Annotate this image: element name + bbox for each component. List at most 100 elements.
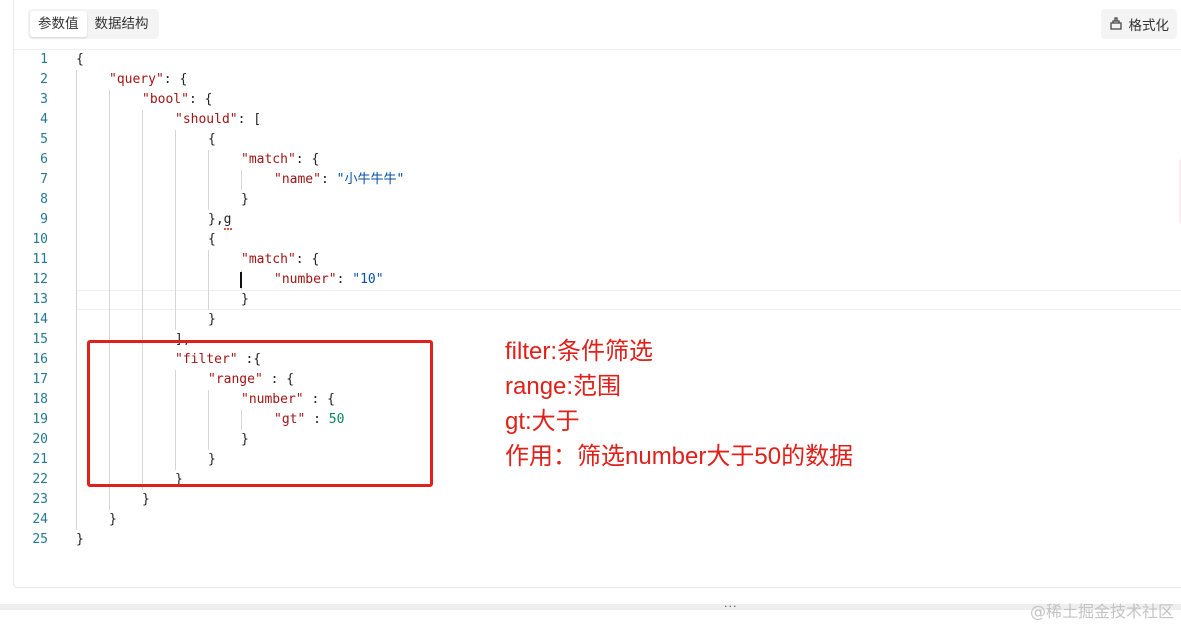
line-number: 9: [40, 212, 48, 227]
line-number: 12: [32, 272, 48, 287]
code-line[interactable]: 18 "number" : {: [14, 390, 1181, 410]
code-line[interactable]: 15],: [14, 330, 1181, 350]
code-text: {: [208, 132, 216, 147]
line-number: 4: [40, 112, 48, 127]
line-number: 3: [40, 92, 48, 107]
code-line[interactable]: 22}: [14, 470, 1181, 490]
line-number: 25: [32, 532, 48, 547]
code-text: }: [76, 532, 84, 547]
code-text: }: [142, 492, 150, 507]
watermark: @稀土掘金技术社区: [1029, 602, 1174, 621]
code-text: }: [241, 432, 249, 447]
code-line[interactable]: 21}: [14, 450, 1181, 470]
line-number: 2: [40, 72, 48, 87]
code-text: {: [208, 232, 216, 247]
code-line[interactable]: 14}: [14, 310, 1181, 330]
code-line[interactable]: 24}: [14, 510, 1181, 530]
tab-data-structure[interactable]: 数据结构: [94, 16, 149, 32]
line-number: 13: [32, 292, 48, 307]
splitter-drag-handle[interactable]: ···: [724, 600, 738, 613]
format-button-label: 格式化: [1128, 18, 1170, 34]
view-mode-tabs: 参数值 数据结构: [28, 9, 159, 39]
code-line[interactable]: 17 "range" : {: [14, 370, 1181, 390]
json-code-editor[interactable]: 1{2"query": {3"bool": {4"should": [5{6"m…: [14, 50, 1181, 550]
syntax-error-squiggle: [224, 225, 232, 230]
indent-guide: [241, 410, 242, 430]
code-text: "bool": {: [142, 92, 213, 107]
line-number: 1: [40, 52, 48, 67]
line-number: 22: [32, 472, 48, 487]
code-text: {: [76, 52, 84, 67]
code-line[interactable]: 23}: [14, 490, 1181, 510]
code-line[interactable]: 7"name": "小牛牛牛": [14, 170, 1181, 190]
code-line[interactable]: 6"match": {: [14, 150, 1181, 170]
code-text: "range" : {: [208, 372, 295, 387]
code-text: "match": {: [241, 152, 320, 167]
body-toolbar: 参数值 数据结构 格式化: [14, 0, 1181, 50]
code-text: "filter" :{: [175, 352, 262, 367]
line-number: 16: [32, 352, 48, 367]
line-number: 18: [32, 392, 48, 407]
code-line[interactable]: 10 {: [14, 230, 1181, 250]
code-line[interactable]: 3 "bool": {: [14, 90, 1181, 110]
code-text: "gt" : 50: [274, 412, 345, 427]
current-line-highlight: [76, 290, 1181, 310]
indent-guide: [241, 170, 242, 190]
annotation-line-purpose: 作用：筛选number大于50的数据: [505, 443, 854, 470]
code-text: }: [109, 512, 117, 527]
line-number: 5: [40, 132, 48, 147]
code-line[interactable]: 9 },g: [14, 210, 1181, 230]
indent-guide: [175, 130, 176, 330]
code-line[interactable]: 12 "number": "10": [14, 270, 1181, 290]
line-number: 8: [40, 192, 48, 207]
line-number: 14: [32, 312, 48, 327]
code-line[interactable]: 16 "filter" :{: [14, 350, 1181, 370]
indent-guide: [109, 90, 110, 510]
side-panel-handle[interactable]: [1179, 156, 1181, 226]
line-number: 17: [32, 372, 48, 387]
code-text: }: [208, 452, 216, 467]
code-line[interactable]: 11 "match": {: [14, 250, 1181, 270]
line-number: 15: [32, 332, 48, 347]
code-text: "number" : {: [241, 392, 335, 407]
line-number: 21: [32, 452, 48, 467]
code-line[interactable]: 5{: [14, 130, 1181, 150]
code-text: "name": "小牛牛牛": [274, 172, 405, 187]
tab-param-value[interactable]: 参数值: [30, 11, 87, 37]
code-line[interactable]: 25}: [14, 530, 1181, 550]
request-body-panel: 参数值 数据结构 格式化 1{2"query": {3"bool": {4"sh…: [13, 0, 1181, 588]
code-text: },g: [208, 212, 232, 227]
line-number: 11: [32, 252, 48, 267]
panel-splitter[interactable]: [0, 604, 1181, 610]
code-text: ],: [175, 332, 191, 347]
indent-guide: [76, 70, 77, 530]
code-line[interactable]: 8}: [14, 190, 1181, 210]
code-line[interactable]: 19 "gt" : 50: [14, 410, 1181, 430]
format-button[interactable]: 格式化: [1100, 9, 1177, 39]
line-number: 19: [32, 412, 48, 427]
annotation-note: filter:条件筛选 range:范围 gt:大于 作用：筛选number大于…: [505, 334, 853, 474]
annotation-line-filter: filter:条件筛选: [505, 338, 654, 365]
code-text: "number": "10": [274, 272, 384, 287]
indent-guide: [208, 250, 209, 310]
code-text: }: [241, 292, 249, 307]
code-line[interactable]: 4 "should": [: [14, 110, 1181, 130]
line-number: 10: [32, 232, 48, 247]
indent-guide: [208, 390, 209, 450]
line-number: 24: [32, 512, 48, 527]
code-line[interactable]: 20}: [14, 430, 1181, 450]
text-cursor: [240, 272, 242, 288]
code-line[interactable]: 13}: [14, 290, 1181, 310]
line-number: 20: [32, 432, 48, 447]
code-line[interactable]: 1{: [14, 50, 1181, 70]
indent-guide: [208, 150, 209, 210]
code-line[interactable]: 2"query": {: [14, 70, 1181, 90]
code-text: "should": [: [175, 112, 262, 127]
line-number: 23: [32, 492, 48, 507]
indent-guide: [175, 370, 176, 470]
annotation-line-gt: gt:大于: [505, 408, 580, 435]
code-text: }: [175, 472, 183, 487]
indent-guide: [142, 110, 143, 490]
code-text: }: [208, 312, 216, 327]
code-text: "match": {: [241, 252, 320, 267]
